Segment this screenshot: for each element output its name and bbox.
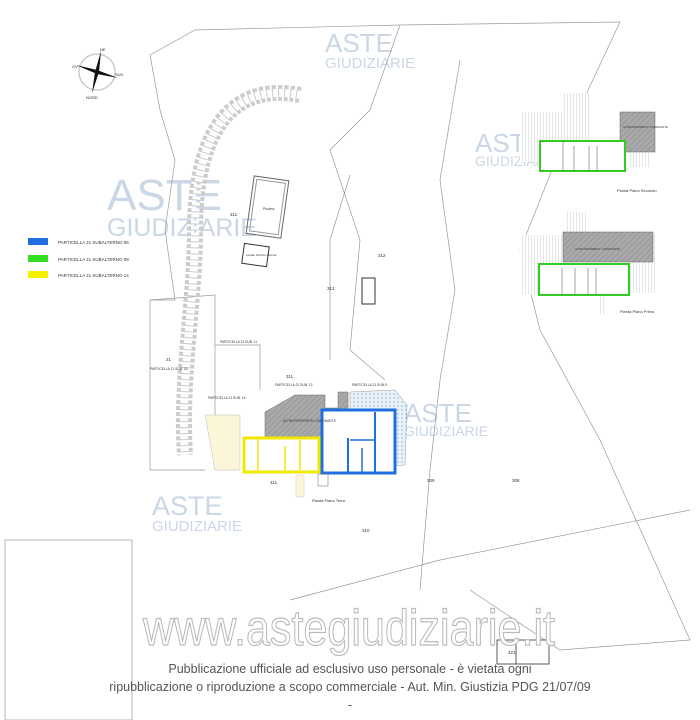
- parcel-number: 311: [230, 212, 238, 217]
- parcel-number: 21: [166, 357, 172, 362]
- pool-technical-room-label: Locale Tecnico Piscina: [246, 253, 277, 257]
- watermark-url: www.astegiudiziarie.it: [142, 600, 555, 656]
- neighbour-property-label: ALTRA PROPRIETA' CONFINANTE: [575, 247, 620, 251]
- watermark-aste-5: ASTE GIUDIZIARIE: [152, 491, 242, 535]
- legend-swatch-yellow: [28, 271, 48, 278]
- svg-text:ASTE: ASTE: [404, 398, 472, 428]
- parcel-numbers: 311 312 313 21 311 311 309 308 310 421 P…: [150, 212, 520, 655]
- parcel-sub-label: PARTICELLA 21 SUB. 15: [150, 367, 188, 371]
- compass-south-label: NORD: [86, 95, 98, 100]
- svg-text:GIUDIZIARIE: GIUDIZIARIE: [325, 55, 415, 72]
- legend-label: PARTICELLA 21 SUBALTERNO 06: [58, 240, 129, 245]
- legend-swatch-green: [28, 255, 48, 262]
- small-building-421: [496, 639, 550, 665]
- svg-text:ASTE: ASTE: [325, 28, 393, 58]
- first-floor-title: Pianta Piano Primo: [620, 309, 655, 314]
- neighbour-property-label: ALTRA PROPRIETA' CONFINANTE: [623, 125, 668, 129]
- watermark-aste-4: ASTE GIUDIZIARIE: [404, 398, 488, 439]
- disclaimer-line: Pubblicazione ufficiale ad esclusivo uso…: [168, 662, 532, 676]
- neighbour-labels: ALTRA PROPRIETA' CONFINANTE ALTRA PROPRI…: [283, 125, 668, 423]
- neighbour-property-label: ALTRA PROPRIETA' CONFINANTE: [283, 419, 337, 423]
- ground-floor-plan: Pianta Piano Terra: [204, 389, 408, 503]
- parcel-number: 312: [378, 253, 386, 258]
- pool: Piscina Locale Tecnico Piscina: [241, 175, 290, 268]
- parcel-number: 311: [270, 480, 278, 485]
- svg-text:ASTE: ASTE: [152, 491, 223, 521]
- ground-floor-title: Pianta Piano Terra: [312, 498, 346, 503]
- parcel-number: 310: [362, 528, 370, 533]
- legend: PARTICELLA 21 SUBALTERNO 06 PARTICELLA 2…: [28, 238, 129, 278]
- second-floor-plan: Pianta Piano Secondo: [520, 93, 657, 193]
- parcel-number: 308: [512, 478, 520, 483]
- parcel-number: 311: [286, 374, 294, 379]
- parcel-number: 421: [508, 650, 516, 655]
- legend-label: PARTICELLA 21 SUBALTERNO 14: [58, 273, 129, 278]
- compass-east-label: SUD: [115, 72, 124, 77]
- parcel-number: 309: [427, 478, 435, 483]
- disclaimer-line: ripubblicazione o riproduzione a scopo c…: [109, 680, 591, 694]
- parcel-sub-label: PARTICELLA 21 SUB. 11: [220, 340, 257, 344]
- pool-label: Piscina: [263, 207, 274, 211]
- parcel-sub-label: PARTICELLA 21 SUB. 13: [275, 383, 313, 387]
- watermark-aste-1: ASTE GIUDIZIARIE: [325, 28, 415, 72]
- watermark-aste-2: ASTE GIUDIZIARIE: [107, 171, 257, 242]
- stone-road: [175, 85, 302, 456]
- svg-text:GIUDIZIARIE: GIUDIZIARIE: [152, 518, 242, 535]
- svg-text:ASTE: ASTE: [107, 171, 222, 220]
- parcel-sub-label: PARTICELLA 21 SUB.9: [352, 383, 387, 387]
- legend-label: PARTICELLA 21 SUBALTERNO 09: [58, 257, 129, 262]
- disclaimer: Pubblicazione ufficiale ad esclusivo uso…: [109, 660, 591, 714]
- legend-swatch-blue: [28, 238, 48, 245]
- compass-rose-icon: NE SUD OV NORD: [72, 47, 124, 100]
- parcel-boundaries: [4, 21, 691, 720]
- svg-text:GIUDIZIARIE: GIUDIZIARIE: [107, 214, 257, 242]
- second-floor-title: Pianta Piano Secondo: [617, 188, 657, 193]
- small-building: [361, 277, 376, 305]
- parcel-number: 313: [327, 286, 335, 291]
- compass-north-label: NE: [100, 47, 106, 52]
- disclaimer-line: -: [347, 698, 353, 712]
- first-floor-plan: Pianta Piano Primo: [520, 212, 657, 314]
- svg-text:GIUDIZIARIE: GIUDIZIARIE: [404, 423, 488, 439]
- parcel-sub-label: PARTICELLA 21 SUB. 16: [208, 396, 246, 400]
- compass-west-label: OV: [72, 64, 78, 69]
